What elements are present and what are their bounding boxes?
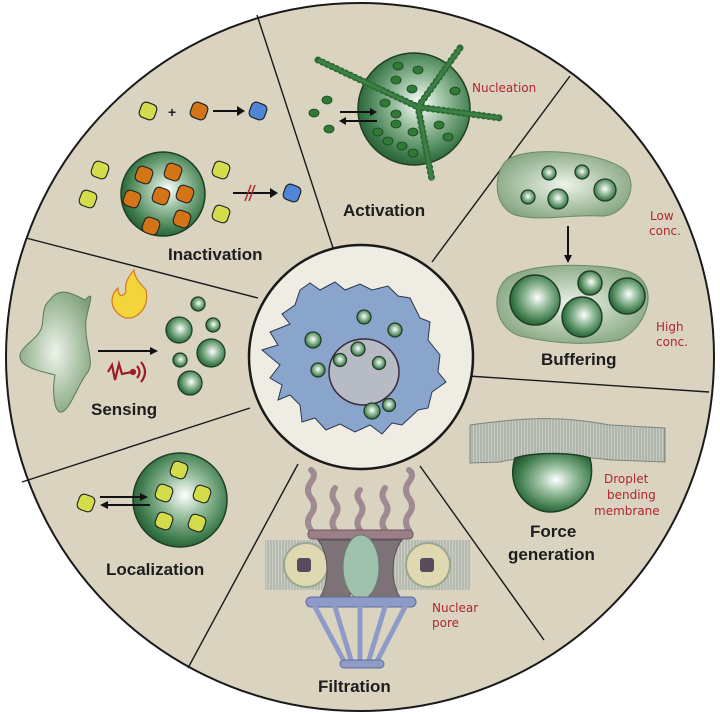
nucleation-annotation: Nucleation <box>472 81 536 95</box>
localization-label: Localization <box>106 560 204 579</box>
sector-localization: Localization <box>76 452 228 579</box>
high-conc-annotation-line1: High <box>656 320 684 334</box>
sector-inactivation: + Inactivation <box>78 101 302 264</box>
nucleus <box>328 338 400 406</box>
droplet-annotation-line1: Droplet <box>604 472 649 486</box>
low-conc-annotation-line1: Low <box>650 209 674 223</box>
filtration-label: Filtration <box>318 677 391 696</box>
buffering-label: Buffering <box>541 350 617 369</box>
free-monomer <box>321 95 333 105</box>
low-conc-annotation-line2: conc. <box>649 224 681 238</box>
droplet-annotation-line2: bending <box>607 488 656 502</box>
client-orange-icon <box>189 101 209 121</box>
inactivation-label: Inactivation <box>168 245 262 264</box>
force-label-line2: generation <box>508 545 595 564</box>
sensing-cell-shape <box>19 291 92 413</box>
sector-filtration: Nuclear pore Filtration <box>265 467 478 696</box>
client-yellow-icon <box>138 101 158 121</box>
droplet-annotation-line3: membrane <box>594 504 660 518</box>
nuclear-pore-annotation-line2: pore <box>432 616 459 630</box>
sector-activation: Nucleation Activation <box>308 44 536 220</box>
sector-force-generation: Droplet bending membrane Force generatio… <box>469 418 666 564</box>
heat-stimulus-icon <box>111 268 148 319</box>
activation-label: Activation <box>343 201 425 220</box>
plus-sign: + <box>168 104 176 120</box>
vibration-stimulus-icon <box>107 359 147 383</box>
high-conc-annotation-line2: conc. <box>656 335 688 349</box>
force-label-line1: Force <box>530 522 576 541</box>
sector-buffering: Low conc. High conc. Buffering <box>496 151 688 369</box>
nuclear-basket <box>312 604 408 666</box>
formed-droplets <box>165 296 226 396</box>
cellular-condensates <box>304 309 403 420</box>
bending-droplet <box>512 452 593 513</box>
center-cell <box>247 243 475 471</box>
sector-sensing: Sensing <box>19 268 226 419</box>
sensing-label: Sensing <box>91 400 157 419</box>
free-client-icon <box>76 493 96 513</box>
central-channel <box>342 534 380 600</box>
nuclear-pore-annotation-line1: Nuclear <box>432 601 478 615</box>
fg-repeat-tentacles <box>305 467 415 533</box>
product-blue-icon <box>248 101 268 121</box>
